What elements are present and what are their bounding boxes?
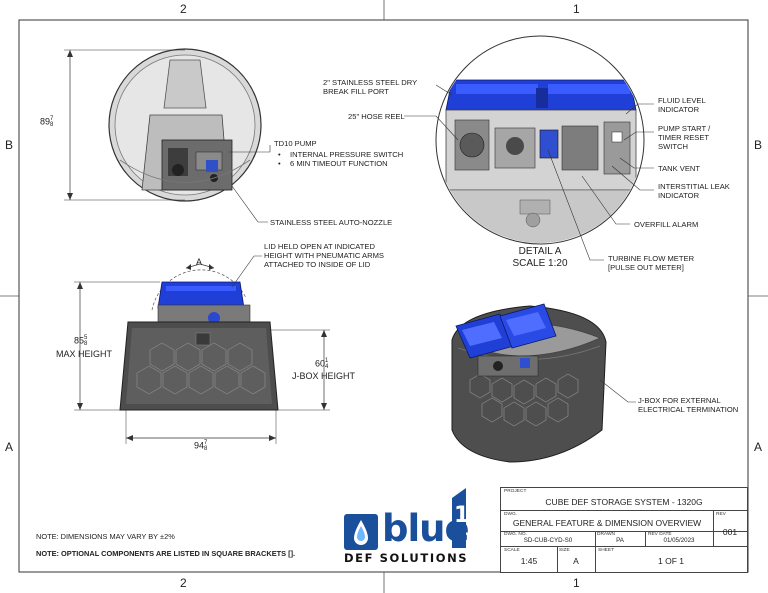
grid-top-1: 1	[573, 2, 580, 16]
dwg-no-caption: DWG. NO.	[504, 532, 527, 537]
callout-pump-item-2: •6 MIN TIMEOUT FUNCTION	[278, 159, 388, 168]
logo-word: blue	[382, 507, 470, 550]
grid-right-b: B	[754, 138, 763, 152]
side-view	[74, 255, 330, 444]
front-height-num: 7	[50, 116, 54, 122]
drawing-scale: 1:45	[520, 556, 538, 566]
callout-turbine-1: TURBINE FLOW METER	[608, 254, 695, 263]
callout-tank-vent: TANK VENT	[658, 164, 701, 173]
callout-fluid-level-2: INDICATOR	[658, 105, 700, 114]
callout-lid-line-2: HEIGHT WITH PNEUMATIC ARMS	[264, 251, 384, 260]
max-height-den: 8	[84, 341, 88, 347]
callout-hose-reel: 25" HOSE REEL	[348, 112, 405, 121]
callout-jbox-2: ELECTRICAL TERMINATION	[638, 405, 739, 414]
callout-fill-port-1: 2" STAINLESS STEEL DRY	[323, 78, 418, 87]
callout-leak-1: INTERSTITIAL LEAK	[658, 182, 730, 191]
project-name: CUBE DEF STORAGE SYSTEM - 1320G	[545, 497, 703, 507]
callout-auto-nozzle: STAINLESS STEEL AUTO-NOZZLE	[270, 218, 393, 227]
width-whole: 94	[194, 440, 205, 451]
width-num: 7	[204, 440, 208, 446]
max-height-num: 5	[84, 335, 88, 341]
isometric-view	[451, 303, 636, 463]
max-height-whole: 85	[74, 335, 85, 346]
max-height-label: MAX HEIGHT	[56, 349, 113, 359]
front-height-whole: 89	[40, 116, 51, 127]
front-height-den: 8	[50, 122, 54, 128]
note-dimensions: NOTE: DIMENSIONS MAY VARY BY ±2%	[36, 532, 175, 541]
grid-left-b: B	[5, 138, 14, 152]
grid-top-2: 2	[180, 2, 187, 16]
jbox-height-label: J-BOX HEIGHT	[292, 371, 356, 381]
callout-td10-pump: TD10 PUMP	[274, 139, 317, 148]
sheet-size: A	[573, 556, 579, 566]
logo-numeral: 1	[454, 503, 470, 528]
callout-fill-port-2: BREAK FILL PORT	[323, 87, 389, 96]
drawing-title: GENERAL FEATURE & DIMENSION OVERVIEW	[512, 518, 702, 528]
detail-a-scale: SCALE 1:20	[512, 258, 568, 269]
sheet-number: 1 OF 1	[658, 556, 684, 566]
callout-overfill-alarm: OVERFILL ALARM	[634, 220, 699, 229]
detail-a-view	[404, 35, 654, 261]
revision-date: 01/05/2023	[663, 537, 695, 544]
callout-lid-line-3: ATTACHED TO INSIDE OF LID	[264, 260, 371, 269]
jbox-height-den: 4	[325, 364, 329, 370]
company-logo: blue 1 DEF SOLUTIONS	[342, 503, 476, 567]
width-den: 8	[204, 446, 208, 452]
title-block: PROJECT CUBE DEF STORAGE SYSTEM - 1320G …	[500, 487, 748, 573]
dwg-caption: DWG.	[504, 512, 518, 517]
size-caption: SIZE	[559, 548, 570, 553]
drawn-by: PA	[616, 537, 624, 544]
callout-pump-item-1: •INTERNAL PRESSURE SWITCH	[278, 150, 404, 159]
sheet-caption: SHEET	[598, 548, 614, 553]
grid-bottom-1: 1	[573, 576, 580, 590]
callout-turbine-2: [PULSE OUT METER]	[608, 263, 684, 272]
company-logo-graphic	[344, 488, 466, 550]
drawing-number: SD-CUB-CYD-S0	[523, 537, 573, 544]
callout-pump-start-2: TIMER RESET	[658, 133, 710, 142]
detail-a-title: DETAIL A	[518, 246, 562, 257]
callout-jbox-1: J-BOX FOR EXTERNAL	[638, 396, 721, 405]
note-optional-components: NOTE: OPTIONAL COMPONENTS ARE LISTED IN …	[36, 549, 296, 558]
callout-leak-2: INDICATOR	[658, 191, 700, 200]
section-letter-a: A	[196, 257, 203, 267]
scale-caption: SCALE	[504, 548, 520, 553]
grid-bottom-2: 2	[180, 576, 187, 590]
grid-left-a: A	[5, 440, 14, 454]
jbox-height-num: 1	[325, 358, 329, 364]
callout-pump-start-1: PUMP START /	[658, 124, 711, 133]
jbox-height-whole: 60	[315, 358, 326, 369]
front-view	[64, 48, 271, 223]
drawn-caption: DRAWN	[597, 532, 615, 537]
logo-subtitle: DEF SOLUTIONS	[344, 551, 469, 565]
project-caption: PROJECT	[504, 489, 527, 494]
revision-number: 001	[722, 527, 738, 537]
callout-lid-line-1: LID HELD OPEN AT INDICATED	[264, 242, 375, 251]
rev-caption: REV	[716, 512, 726, 517]
callout-pump-start-3: SWITCH	[658, 142, 688, 151]
rev-date-caption: REV DATE	[648, 532, 672, 537]
callout-fluid-level-1: FLUID LEVEL	[658, 96, 706, 105]
grid-right-a: A	[754, 440, 763, 454]
